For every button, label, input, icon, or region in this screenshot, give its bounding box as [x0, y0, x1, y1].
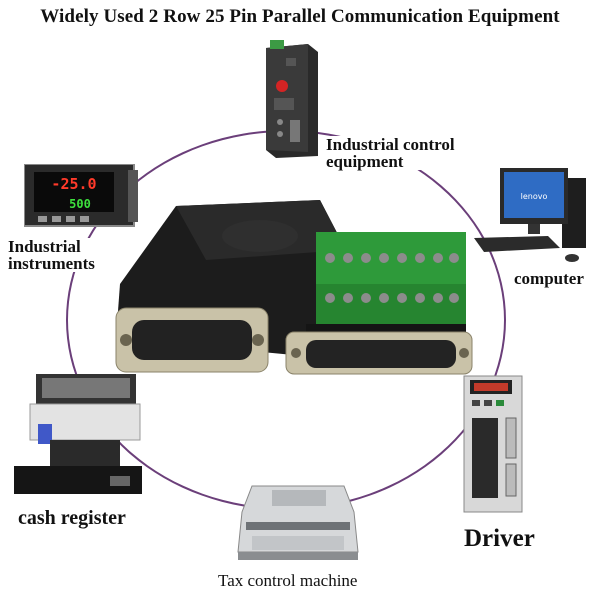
- instrument-top-readout: -25.0: [51, 175, 96, 193]
- label-industrial-instruments: Industrial instruments: [8, 238, 128, 272]
- label-cash-register: cash register: [18, 507, 126, 529]
- computer-device: lenovo: [470, 166, 590, 266]
- page-title: Widely Used 2 Row 25 Pin Parallel Commun…: [40, 6, 560, 27]
- db25-terminal-adapter: [110, 196, 480, 396]
- instrument-bottom-readout: 500: [69, 197, 91, 211]
- industrial-instrument-device: -25.0 500: [24, 164, 140, 230]
- cash-register-device: [10, 372, 150, 498]
- label-computer: computer: [514, 269, 584, 288]
- tax-control-machine-device: [232, 482, 362, 566]
- label-industrial-control: Industrial control equipment: [326, 136, 496, 170]
- industrial-control-device: [256, 40, 326, 160]
- label-tax-control-machine: Tax control machine: [218, 571, 358, 590]
- monitor-brand: lenovo: [521, 192, 548, 201]
- label-driver: Driver: [464, 525, 535, 552]
- driver-device: [462, 374, 526, 516]
